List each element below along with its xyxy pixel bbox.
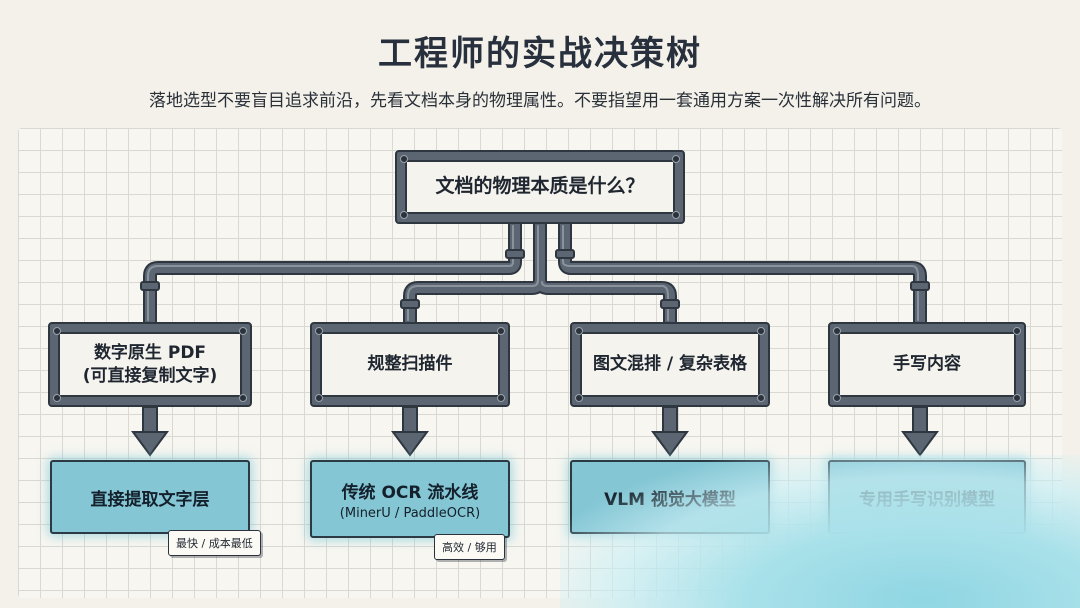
rivet-icon bbox=[497, 394, 505, 402]
rivet-icon bbox=[315, 327, 323, 335]
result-box-text-layer: 直接提取文字层 bbox=[50, 460, 250, 534]
category-box-scanned: 规整扫描件 bbox=[310, 322, 510, 407]
category-label: 数字原生 PDF bbox=[94, 342, 206, 365]
rivet-icon bbox=[400, 155, 408, 163]
rivet-icon bbox=[53, 394, 61, 402]
result-label: VLM 视觉大模型 bbox=[604, 485, 736, 510]
arrow-down-icon bbox=[133, 407, 167, 455]
result-label: 专用手写识别模型 bbox=[859, 485, 995, 510]
rivet-icon bbox=[239, 327, 247, 335]
rivet-icon bbox=[833, 327, 841, 335]
category-note: (可直接复制文字) bbox=[83, 365, 218, 388]
rivet-icon bbox=[575, 327, 583, 335]
result-box-handwriting-model: 专用手写识别模型 bbox=[828, 460, 1026, 534]
rivet-icon bbox=[1013, 327, 1021, 335]
rivet-icon bbox=[400, 211, 408, 219]
rivet-icon bbox=[315, 394, 323, 402]
rivet-icon bbox=[833, 394, 841, 402]
arrow-down-icon bbox=[903, 407, 937, 455]
category-label: 手写内容 bbox=[893, 353, 961, 376]
rivet-icon bbox=[672, 155, 680, 163]
result-box-vlm: VLM 视觉大模型 bbox=[570, 460, 770, 534]
rivet-icon bbox=[239, 394, 247, 402]
rivet-icon bbox=[1013, 394, 1021, 402]
result-sublabel: (MinerU / PaddleOCR) bbox=[340, 506, 480, 521]
category-box-digital-pdf: 数字原生 PDF (可直接复制文字) bbox=[48, 322, 252, 407]
rivet-icon bbox=[757, 394, 765, 402]
category-label: 图文混排 / 复杂表格 bbox=[593, 353, 747, 376]
arrow-down-icon bbox=[393, 407, 427, 455]
rivet-icon bbox=[672, 211, 680, 219]
category-label: 规整扫描件 bbox=[368, 353, 453, 376]
rivet-icon bbox=[53, 327, 61, 335]
rivet-icon bbox=[757, 327, 765, 335]
result-label: 传统 OCR 流水线 bbox=[342, 478, 479, 503]
result-label: 直接提取文字层 bbox=[91, 485, 210, 510]
arrow-down-icon bbox=[653, 407, 687, 455]
result-tag: 高效 / 够用 bbox=[434, 534, 505, 560]
rivet-icon bbox=[497, 327, 505, 335]
category-box-handwriting: 手写内容 bbox=[828, 322, 1026, 407]
category-box-complex-layout: 图文混排 / 复杂表格 bbox=[570, 322, 770, 407]
result-box-ocr-pipeline: 传统 OCR 流水线 (MinerU / PaddleOCR) bbox=[310, 460, 510, 538]
root-question-label: 文档的物理本质是什么？ bbox=[435, 174, 644, 200]
rivet-icon bbox=[575, 394, 583, 402]
root-question-box: 文档的物理本质是什么？ bbox=[395, 150, 685, 224]
result-tag: 最快 / 成本最低 bbox=[168, 530, 261, 556]
